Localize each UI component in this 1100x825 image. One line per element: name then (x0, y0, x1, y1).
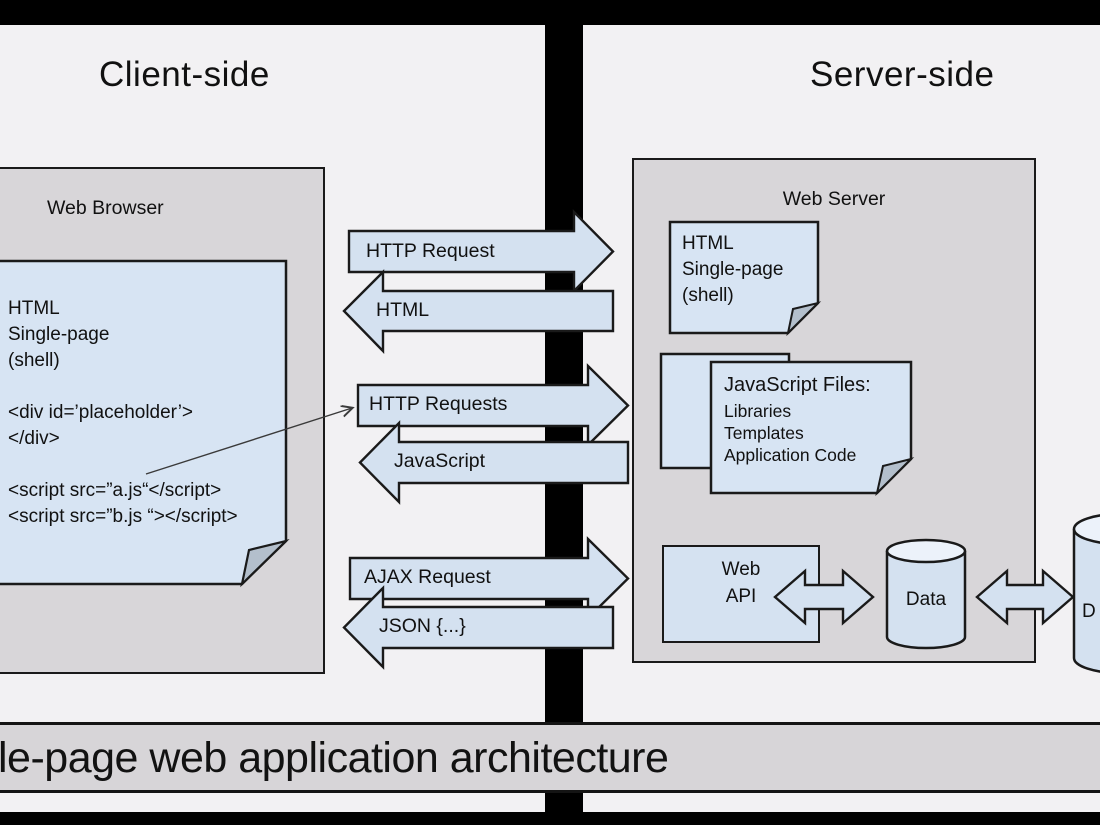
arrow-label-http-requests: HTTP Requests (369, 393, 508, 415)
note-line: Libraries (724, 401, 792, 421)
note-line: HTML (682, 233, 734, 254)
note-line: (shell) (682, 285, 734, 306)
note-line: <script src=”a.js“</script> (8, 480, 222, 501)
note-line: Single-page (682, 259, 784, 280)
web-server-label: Web Server (782, 188, 886, 210)
arrow-label-http-request: HTTP Request (366, 240, 495, 262)
note-line (8, 452, 238, 478)
external-db-cylinder-top-icon (1072, 514, 1100, 544)
caption-title: le-page web application architecture (0, 734, 669, 782)
note-line: HTML (8, 298, 60, 319)
client-server-divider-bar (545, 0, 583, 825)
client-side-title: Client-side (99, 55, 270, 94)
web-browser-label: Web Browser (47, 197, 164, 219)
js-files-note-lines: Libraries Templates Application Code (724, 400, 856, 466)
caption-banner: le-page web application architecture (0, 722, 1100, 793)
note-line: <div id=’placeholder’> (8, 402, 194, 423)
note-line: Templates (724, 423, 804, 443)
arrow-label-javascript: JavaScript (394, 450, 486, 472)
js-files-note-title: JavaScript Files: (724, 374, 871, 396)
arrow-label-json: JSON {...} (379, 615, 466, 637)
server-side-title: Server-side (810, 55, 995, 94)
arrow-label-html: HTML (376, 299, 430, 321)
note-line (8, 374, 238, 400)
note-line: (shell) (8, 350, 60, 371)
server-shell-note-text: HTML Single-page (shell) (682, 231, 783, 309)
external-db-label: D (1082, 601, 1096, 622)
web-api-label-line2: API (725, 586, 757, 607)
web-api-label: Web API (662, 556, 820, 610)
arrow-label-ajax-request: AJAX Request (364, 566, 491, 588)
note-line: Single-page (8, 324, 110, 345)
web-api-label-line1: Web (721, 559, 761, 580)
note-line: <script src=”b.js “></script> (8, 506, 238, 527)
client-note-text: HTML Single-page (shell) <div id=’placeh… (8, 296, 238, 530)
note-line: </div> (8, 428, 60, 449)
note-line: Application Code (724, 445, 857, 465)
data-cylinder-label: Data (905, 589, 947, 610)
